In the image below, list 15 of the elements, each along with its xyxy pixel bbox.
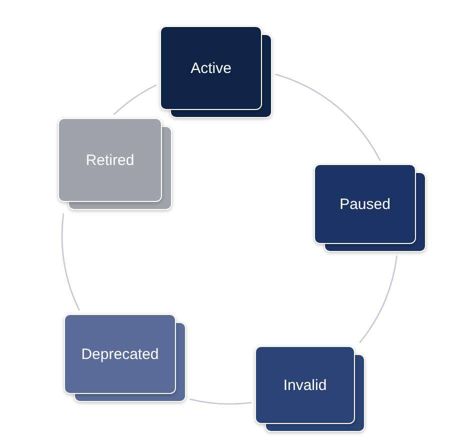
node-label: Paused xyxy=(340,196,390,212)
connector-arc xyxy=(359,255,398,344)
node-label: Retired xyxy=(86,152,134,168)
connector-arc xyxy=(190,398,252,405)
node-label: Deprecated xyxy=(81,346,159,362)
node-label: Invalid xyxy=(283,376,327,394)
connector-arc xyxy=(61,213,80,311)
stacked-box xyxy=(64,314,186,402)
connector-arc xyxy=(113,84,157,115)
stacked-box xyxy=(58,118,172,210)
node-label: Active xyxy=(190,60,232,76)
stacked-box xyxy=(255,346,365,432)
stacked-box xyxy=(160,26,272,118)
stacked-box xyxy=(314,164,426,252)
connector-arc xyxy=(274,74,381,162)
